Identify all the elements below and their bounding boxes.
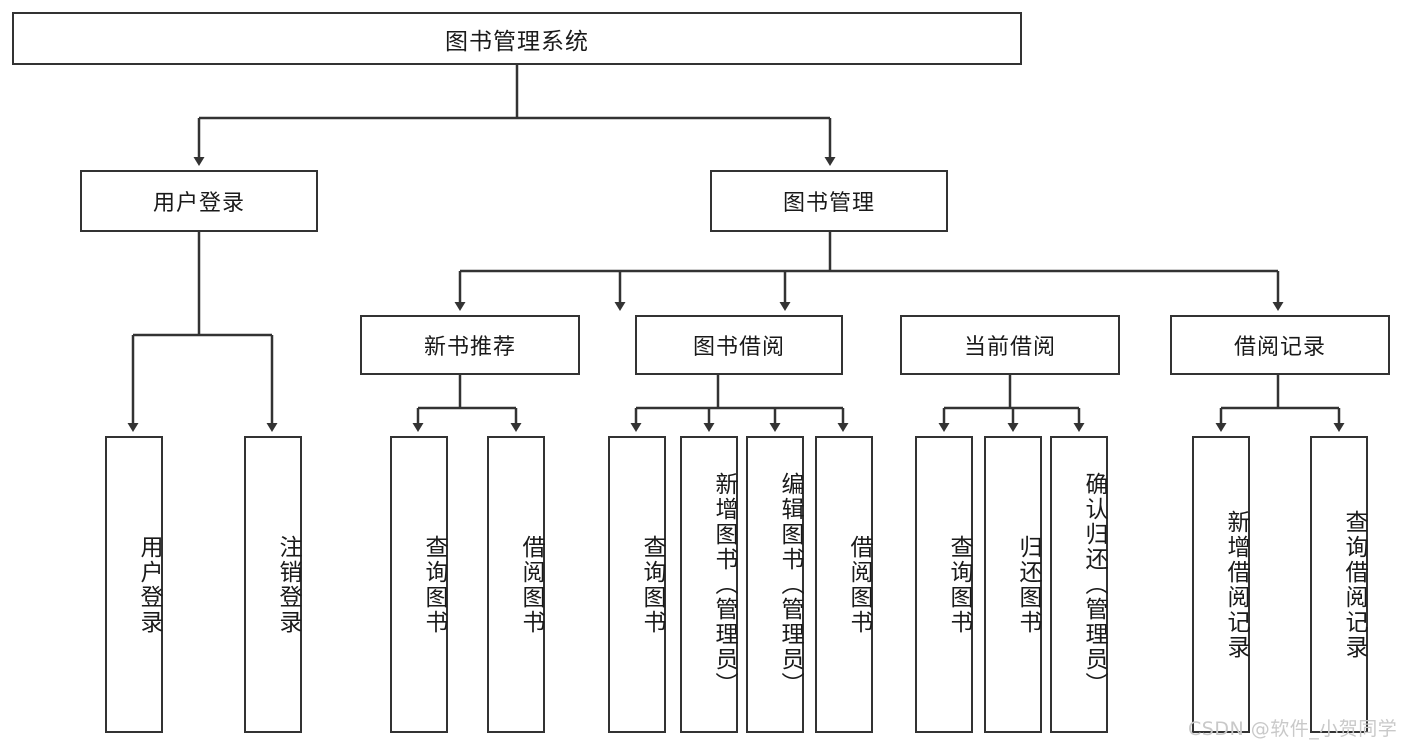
node-label: 查询借阅记录 (1341, 509, 1367, 660)
leaf-new-book-query-books[interactable]: 查询图书 (390, 436, 448, 733)
watermark: CSDN @软件_小贺同学 (1188, 718, 1398, 740)
leaf-borrow-record-add-record[interactable]: 新增借阅记录 (1192, 436, 1250, 733)
leaf-current-borrow-confirm-return-admin[interactable]: 确认归还（管理员） (1050, 436, 1108, 733)
leaf-book-borrow-query-books[interactable]: 查询图书 (608, 436, 666, 733)
node-label: 借阅记录 (1233, 335, 1326, 360)
node-label: 编辑图书（管理员） (777, 472, 803, 697)
node-book-borrow[interactable]: 图书借阅 (635, 315, 843, 375)
node-label: 新书推荐 (423, 335, 516, 360)
node-label: 当前借阅 (963, 335, 1056, 360)
node-label: 查询图书 (639, 534, 665, 635)
node-label: 用户登录 (136, 534, 162, 635)
node-book-management[interactable]: 图书管理 (710, 170, 948, 232)
node-current-borrow[interactable]: 当前借阅 (900, 315, 1120, 375)
node-label: 确认归还（管理员） (1081, 472, 1107, 697)
leaf-current-borrow-return-books[interactable]: 归还图书 (984, 436, 1042, 733)
node-label: 注销登录 (275, 534, 301, 635)
node-label: 用户登录 (152, 191, 245, 216)
leaf-borrow-record-query-record[interactable]: 查询借阅记录 (1310, 436, 1368, 733)
node-new-book-recommend[interactable]: 新书推荐 (360, 315, 580, 375)
leaf-user-login-logout[interactable]: 注销登录 (244, 436, 302, 733)
leaf-book-borrow-edit-book-admin[interactable]: 编辑图书（管理员） (746, 436, 804, 733)
node-borrow-record[interactable]: 借阅记录 (1170, 315, 1390, 375)
node-label: 图书借阅 (692, 335, 785, 360)
node-label: 查询图书 (421, 534, 447, 635)
node-label: 归还图书 (1015, 534, 1041, 635)
node-label: 借阅图书 (518, 534, 544, 635)
leaf-book-borrow-borrow-books[interactable]: 借阅图书 (815, 436, 873, 733)
leaf-user-login-login[interactable]: 用户登录 (105, 436, 163, 733)
leaf-new-book-borrow-books[interactable]: 借阅图书 (487, 436, 545, 733)
node-label: 图书管理 (782, 191, 875, 216)
node-label: 查询图书 (946, 534, 972, 635)
leaf-book-borrow-add-book-admin[interactable]: 新增图书（管理员） (680, 436, 738, 733)
node-label: 新增借阅记录 (1223, 509, 1249, 660)
node-label: 新增图书（管理员） (711, 472, 737, 697)
leaf-current-borrow-query-books[interactable]: 查询图书 (915, 436, 973, 733)
node-user-login[interactable]: 用户登录 (80, 170, 318, 232)
node-label: 借阅图书 (846, 534, 872, 635)
node-root-book-management-system[interactable]: 图书管理系统 (12, 12, 1022, 65)
node-label: 图书管理系统 (445, 28, 589, 55)
